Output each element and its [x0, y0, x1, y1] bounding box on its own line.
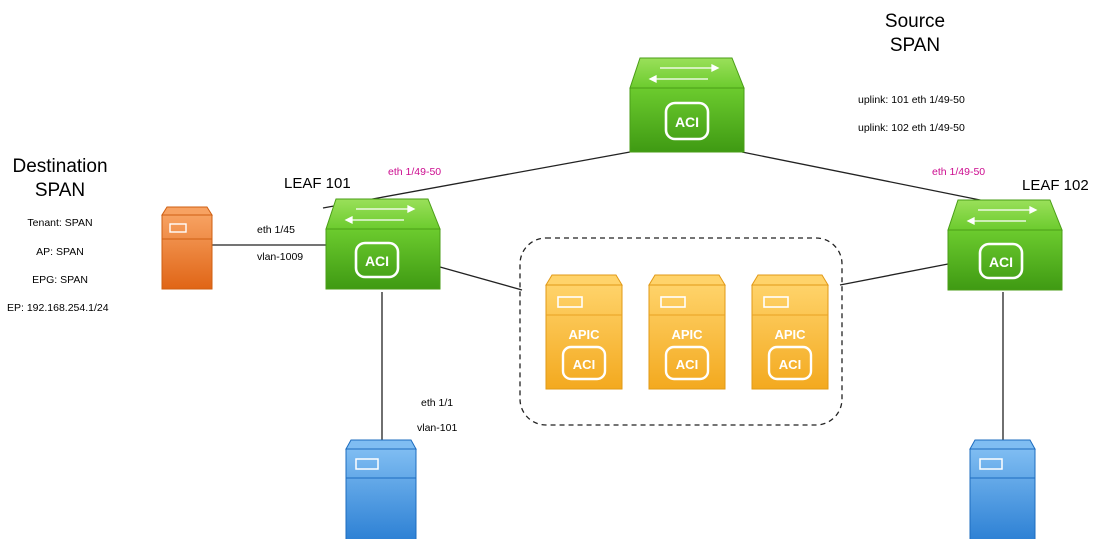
host-link-vlan: vlan-101 — [417, 422, 458, 434]
link-leaf101-apic — [439, 266, 523, 291]
host-server-leaf101 — [345, 439, 417, 539]
destination-span-line1: Destination — [12, 156, 108, 177]
destination-server — [161, 206, 213, 290]
svg-text:APIC: APIC — [774, 327, 806, 342]
source-span-line2: SPAN — [889, 35, 941, 56]
uplink-101-label: uplink: 101 eth 1/49-50 — [858, 94, 965, 106]
destination-span-title: Destination SPAN — [5, 155, 115, 203]
svg-text:ACI: ACI — [676, 357, 698, 372]
dest-link-port: eth 1/45 — [257, 224, 295, 236]
destination-span-line2: SPAN — [34, 180, 86, 201]
uplink-102-label: uplink: 102 eth 1/49-50 — [858, 122, 965, 134]
source-span-line1: Source — [884, 11, 946, 32]
leaf101-switch: ACI — [325, 198, 441, 290]
spine-switch: ACI — [629, 57, 745, 153]
leaf102-uplink-port: eth 1/49-50 — [932, 166, 986, 178]
apic-cluster-boundary — [519, 237, 843, 426]
dest-ap-label: AP: SPAN — [36, 246, 84, 258]
svg-text:ACI: ACI — [675, 114, 699, 130]
links — [212, 151, 1004, 440]
source-span-title: Source SPAN — [860, 10, 970, 58]
leaf102-title: LEAF 102 — [1022, 177, 1089, 194]
svg-text:ACI: ACI — [989, 254, 1013, 270]
dest-link-vlan: vlan-1009 — [257, 251, 304, 263]
svg-text:ACI: ACI — [779, 357, 801, 372]
apic-controller-1: APIC ACI — [545, 274, 623, 390]
link-spine-leaf102 — [741, 151, 1001, 205]
leaf101-uplink-port: eth 1/49-50 — [388, 166, 442, 178]
dest-ep-label: EP: 192.168.254.1/24 — [7, 302, 109, 314]
dest-tenant-label: Tenant: SPAN — [27, 217, 93, 229]
aci-icon: ACI — [978, 242, 1024, 280]
host-link-port: eth 1/1 — [421, 397, 454, 409]
host-server-leaf102 — [969, 439, 1036, 539]
svg-text:APIC: APIC — [568, 327, 600, 342]
leaf102-switch: ACI — [947, 199, 1063, 291]
aci-icon: ACI — [664, 101, 710, 141]
svg-text:ACI: ACI — [573, 357, 595, 372]
leaf101-title: LEAF 101 — [284, 175, 351, 192]
link-apic-leaf102 — [839, 263, 949, 286]
svg-text:APIC: APIC — [671, 327, 703, 342]
svg-text:ACI: ACI — [365, 253, 389, 269]
aci-icon: ACI — [354, 241, 400, 279]
dest-epg-label: EPG: SPAN — [32, 274, 88, 286]
apic-controller-3: APIC ACI — [751, 274, 829, 390]
apic-controller-2: APIC ACI — [648, 274, 726, 390]
